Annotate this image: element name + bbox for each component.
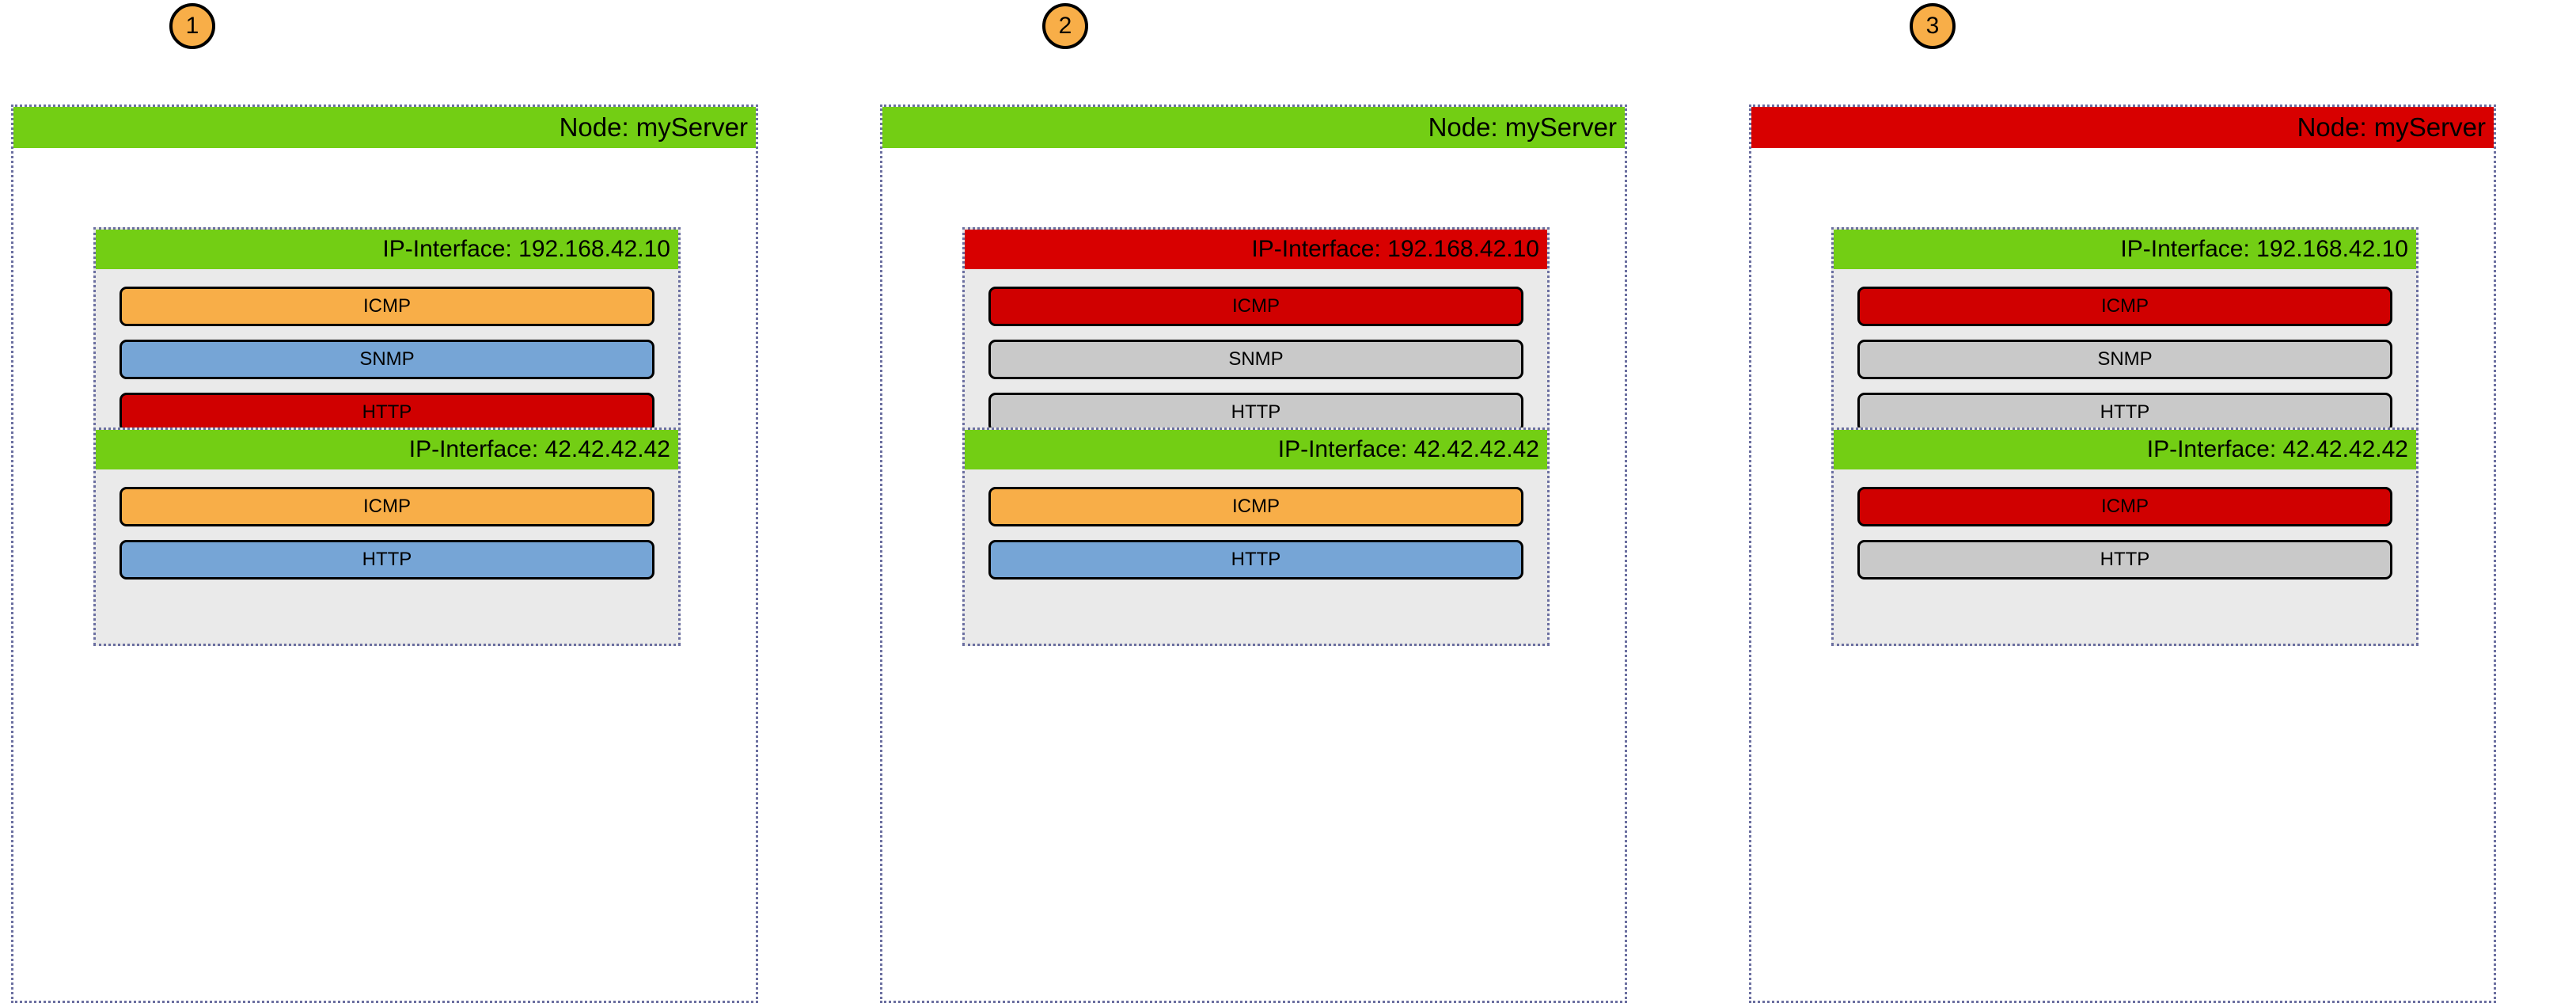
service-icmp[interactable]: ICMP bbox=[120, 287, 654, 326]
ip-interface-header[interactable]: IP-Interface: 42.42.42.42 bbox=[965, 430, 1547, 469]
step-badge-3: 3 bbox=[1910, 3, 1956, 49]
service-http[interactable]: HTTP bbox=[1857, 393, 2392, 432]
iface-body-spacer bbox=[120, 593, 654, 623]
node-header[interactable]: Node: myServer bbox=[13, 107, 756, 148]
ip-interface-header[interactable]: IP-Interface: 42.42.42.42 bbox=[1834, 430, 2416, 469]
node-header[interactable]: Node: myServer bbox=[882, 107, 1625, 148]
service-icmp[interactable]: ICMP bbox=[120, 487, 654, 526]
service-snmp[interactable]: SNMP bbox=[120, 340, 654, 379]
ip-interface-header[interactable]: IP-Interface: 192.168.42.10 bbox=[965, 230, 1547, 269]
node-header[interactable]: Node: myServer bbox=[1751, 107, 2494, 148]
ip-interface-body: ICMP HTTP bbox=[96, 469, 678, 644]
ip-interface-header[interactable]: IP-Interface: 192.168.42.10 bbox=[96, 230, 678, 269]
ip-interface-body: ICMP HTTP bbox=[1834, 469, 2416, 644]
service-icmp[interactable]: ICMP bbox=[988, 487, 1523, 526]
service-snmp[interactable]: SNMP bbox=[988, 340, 1523, 379]
service-snmp[interactable]: SNMP bbox=[1857, 340, 2392, 379]
service-http[interactable]: HTTP bbox=[120, 393, 654, 432]
iface-body-spacer bbox=[988, 593, 1523, 623]
service-http[interactable]: HTTP bbox=[1857, 540, 2392, 580]
service-icmp[interactable]: ICMP bbox=[1857, 487, 2392, 526]
service-http[interactable]: HTTP bbox=[988, 540, 1523, 580]
service-http[interactable]: HTTP bbox=[120, 540, 654, 580]
service-icmp[interactable]: ICMP bbox=[988, 287, 1523, 326]
service-icmp[interactable]: ICMP bbox=[1857, 287, 2392, 326]
ip-interface-body: ICMP SNMP HTTP bbox=[1834, 269, 2416, 481]
ip-interface-header[interactable]: IP-Interface: 42.42.42.42 bbox=[96, 430, 678, 469]
step-badge-2: 2 bbox=[1042, 3, 1088, 49]
iface-body-spacer bbox=[1857, 593, 2392, 623]
step-badge-1: 1 bbox=[169, 3, 215, 49]
service-http[interactable]: HTTP bbox=[988, 393, 1523, 432]
ip-interface-body: ICMP HTTP bbox=[965, 469, 1547, 644]
ip-interface-header[interactable]: IP-Interface: 192.168.42.10 bbox=[1834, 230, 2416, 269]
